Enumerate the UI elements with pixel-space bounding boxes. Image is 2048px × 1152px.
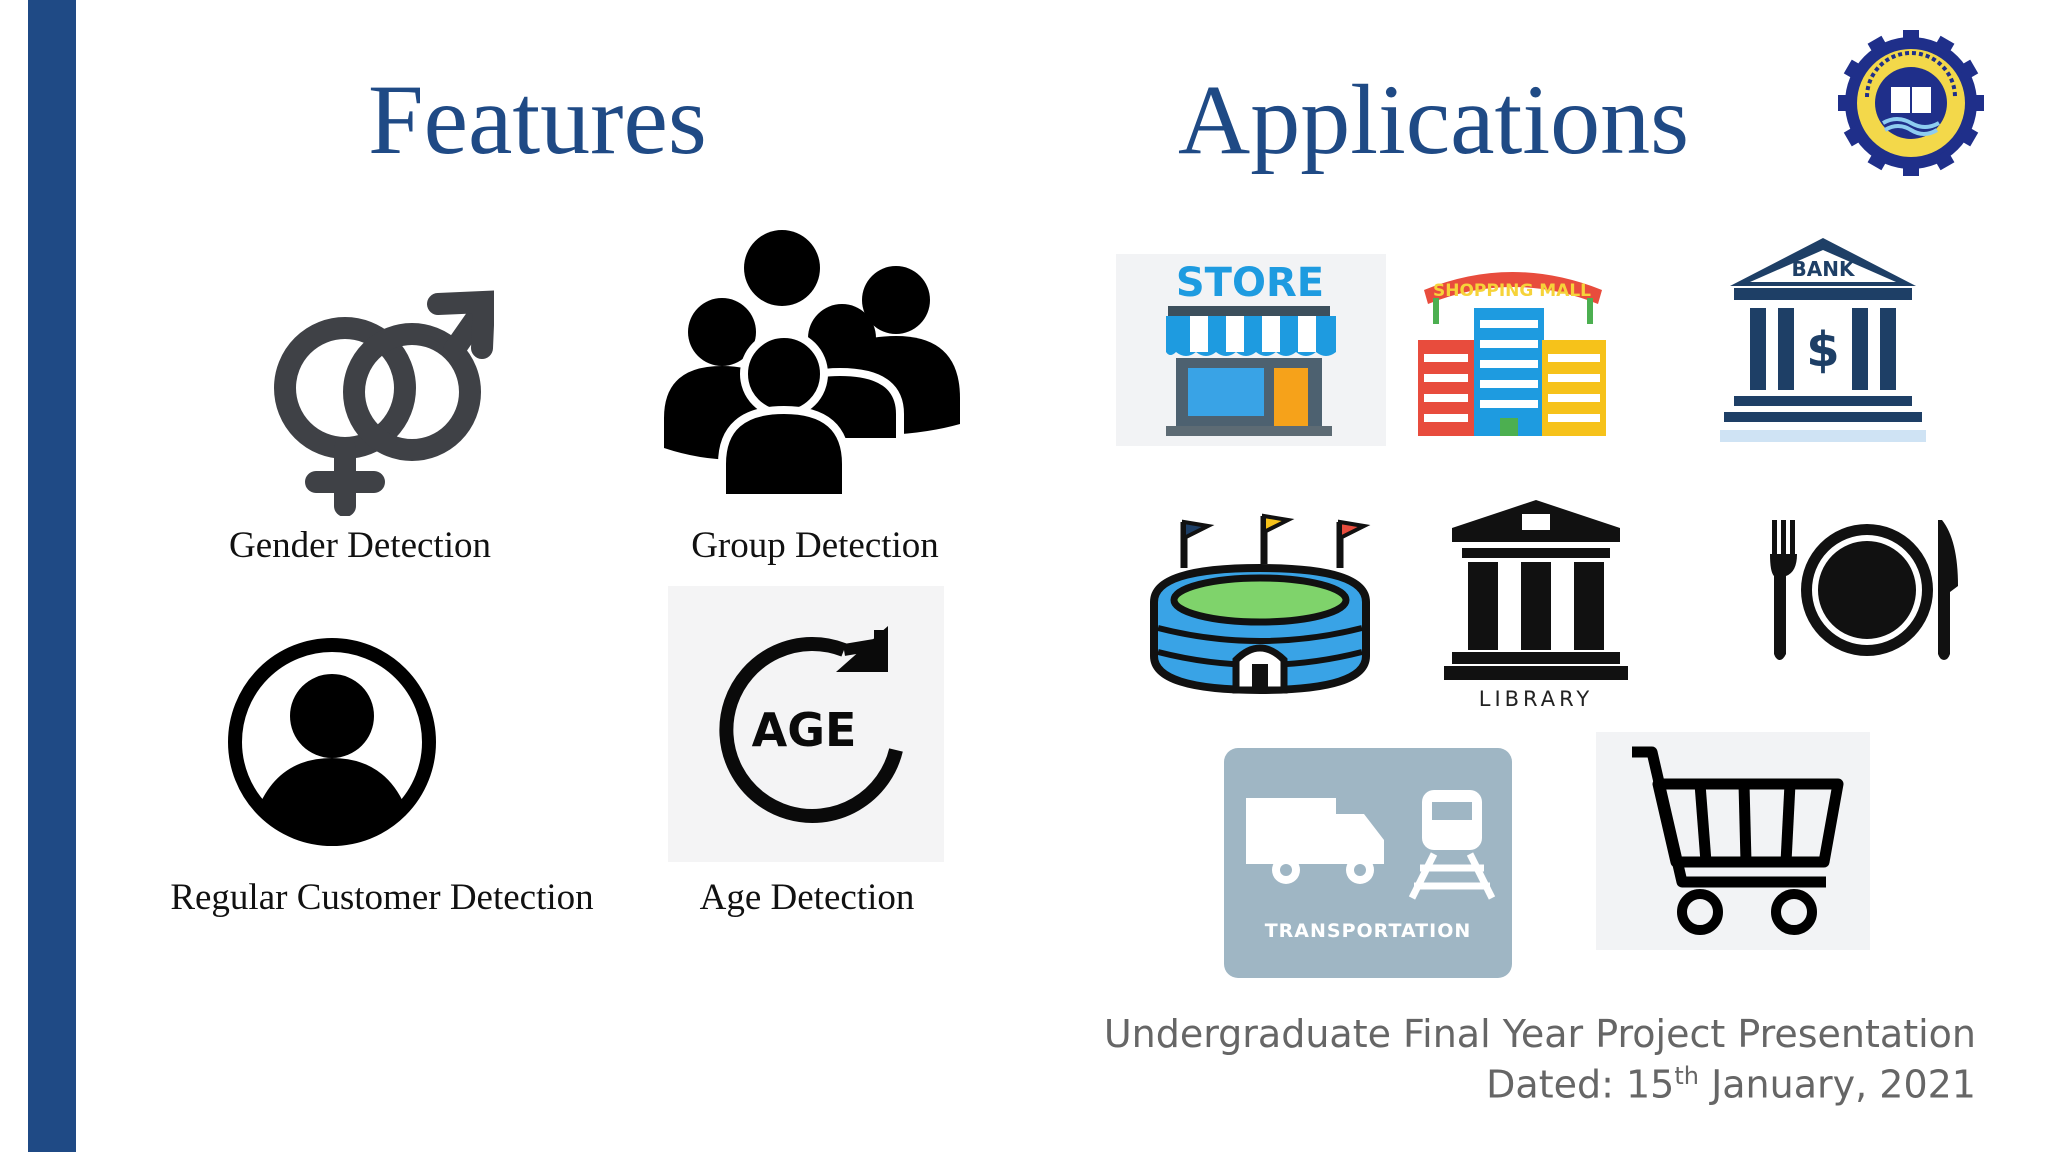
bank-icon: BANK $ bbox=[1720, 238, 1926, 442]
user-circle-icon bbox=[228, 638, 436, 846]
age-badge-text: AGE bbox=[752, 703, 857, 757]
group-detection-label: Group Detection bbox=[691, 525, 939, 566]
library-label: LIBRARY bbox=[1479, 687, 1593, 711]
group-people-icon bbox=[664, 230, 960, 500]
gender-detection-label: Gender Detection bbox=[229, 525, 491, 566]
age-detection-label: Age Detection bbox=[699, 877, 915, 918]
restaurant-plate-icon bbox=[1770, 520, 1958, 660]
features-heading: Features bbox=[368, 64, 707, 175]
transportation-label: TRANSPORTATION bbox=[1265, 920, 1472, 942]
gender-symbol-icon bbox=[274, 290, 494, 516]
dollar-sign: $ bbox=[1806, 322, 1839, 378]
university-logo bbox=[1838, 30, 1984, 176]
left-accent-bar bbox=[28, 0, 76, 1152]
shopping-cart-icon bbox=[1596, 732, 1870, 950]
bank-label: BANK bbox=[1792, 257, 1856, 281]
regular-customer-detection-label: Regular Customer Detection bbox=[170, 877, 594, 918]
store-icon: STORE bbox=[1116, 254, 1386, 446]
shopping-mall-label: SHOPPING MALL bbox=[1433, 281, 1591, 301]
shopping-mall-icon: SHOPPING MALL bbox=[1416, 254, 1610, 438]
transportation-icon: TRANSPORTATION bbox=[1224, 748, 1512, 978]
stadium-icon bbox=[1150, 513, 1371, 695]
footer-date: Dated: 15th January, 2021 bbox=[1486, 1062, 1976, 1107]
store-label: STORE bbox=[1176, 260, 1324, 306]
footer-date-suffix: January, 2021 bbox=[1698, 1062, 1976, 1107]
applications-heading: Applications bbox=[1178, 64, 1690, 175]
footer-date-superscript: th bbox=[1674, 1062, 1699, 1090]
footer-date-prefix: Dated: 15 bbox=[1486, 1062, 1675, 1107]
age-refresh-icon: AGE bbox=[668, 586, 944, 862]
library-icon: LIBRARY bbox=[1444, 500, 1628, 711]
footer-project-title: Undergraduate Final Year Project Present… bbox=[1103, 1012, 1976, 1056]
